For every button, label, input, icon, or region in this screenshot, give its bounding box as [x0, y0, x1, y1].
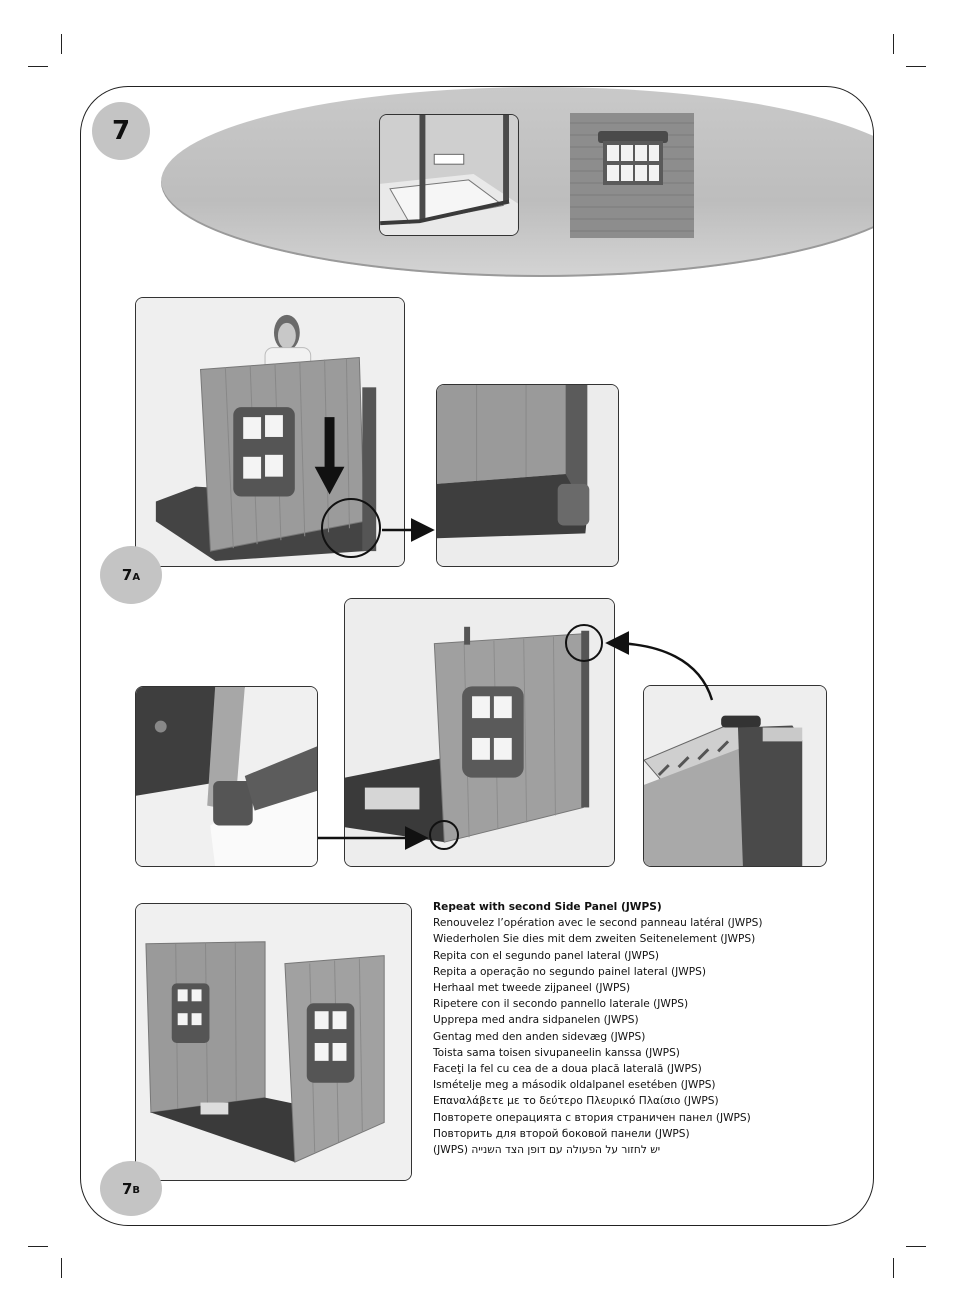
crop-mark-bl-h	[28, 1246, 48, 1247]
sub-step-suffix: A	[132, 571, 141, 583]
side-panel-window-illustration	[570, 113, 694, 238]
crop-mark-tr-h	[906, 66, 926, 67]
photo-7a-detail	[436, 384, 619, 567]
instruction-de: Wiederholen Sie dies mit dem zweiten Sei…	[433, 933, 756, 946]
step-number-badge: 7	[92, 102, 150, 160]
instruction-hu: Ismételje meg a második oldalpanel eseté…	[433, 1079, 716, 1092]
crop-mark-br-v	[893, 1258, 894, 1278]
instruction-bg: Повторете операцията с втория страничен …	[433, 1111, 751, 1124]
instruction-es: Repita con el segundo panel lateral (JWP…	[433, 949, 660, 962]
step-number: 7	[111, 116, 131, 146]
panel-installed-illustration	[345, 599, 614, 866]
instruction-fr: Renouvelez l’opération avec le second pa…	[433, 917, 763, 930]
instruction-da: Gentag med den anden sidevæg (JWPS)	[433, 1030, 646, 1043]
sub-step-suffix: B	[132, 1185, 141, 1196]
parts-thumbnail-floor	[379, 114, 519, 236]
photo-7b-right-detail	[643, 685, 827, 867]
instruction-he: יש לחזור על הפעולה עם דופן הצד השנייה (J…	[433, 1144, 661, 1157]
instruction-pt: Repita a operação no segundo painel late…	[433, 965, 706, 978]
instruction-en: Repeat with second Side Panel (JWPS)	[433, 901, 662, 913]
instruction-fi: Toista sama toisen sivupaneelin kanssa (…	[433, 1046, 680, 1059]
instruction-el: Επαναλάβετε με το δεύτερο Πλευρικό Πλαίσ…	[433, 1095, 719, 1108]
photo-7a-main	[135, 297, 405, 567]
instruction-nl: Herhaal met tweede zijpaneel (JWPS)	[433, 982, 631, 995]
floor-frame-illustration	[380, 115, 518, 235]
instruction-ro: Faceţi la fel cu cea de a doua placă lat…	[433, 1063, 702, 1076]
sub-step-number: 7	[121, 1179, 133, 1198]
instruction-ru: Повторить для второй боковой панели (JWP…	[433, 1127, 690, 1140]
parts-thumbnail-side-panel	[570, 113, 694, 238]
two-side-panels-installed-illustration	[136, 904, 411, 1180]
panel-foot-detail-illustration	[136, 687, 317, 866]
instruction-sv: Upprepa med andra sidpanelen (JWPS)	[433, 1014, 639, 1027]
sub-step-number: 7	[121, 566, 133, 584]
crop-mark-tl-v	[61, 34, 62, 54]
photo-7b-result	[135, 903, 412, 1181]
crop-mark-tr-v	[893, 34, 894, 54]
crop-mark-bl-v	[61, 1258, 62, 1278]
person-holding-panel-illustration	[136, 298, 404, 566]
instructions-block: Repeat with second Side Panel (JWPS) Ren…	[433, 899, 853, 1158]
photo-7b-center	[344, 598, 615, 867]
crop-mark-tl-h	[28, 66, 48, 67]
panel-top-detail-illustration	[644, 686, 826, 866]
instruction-it: Ripetere con il secondo pannello lateral…	[433, 998, 689, 1011]
crop-mark-br-h	[906, 1246, 926, 1247]
photo-7b-left-detail	[135, 686, 318, 867]
corner-detail-illustration	[437, 385, 618, 566]
